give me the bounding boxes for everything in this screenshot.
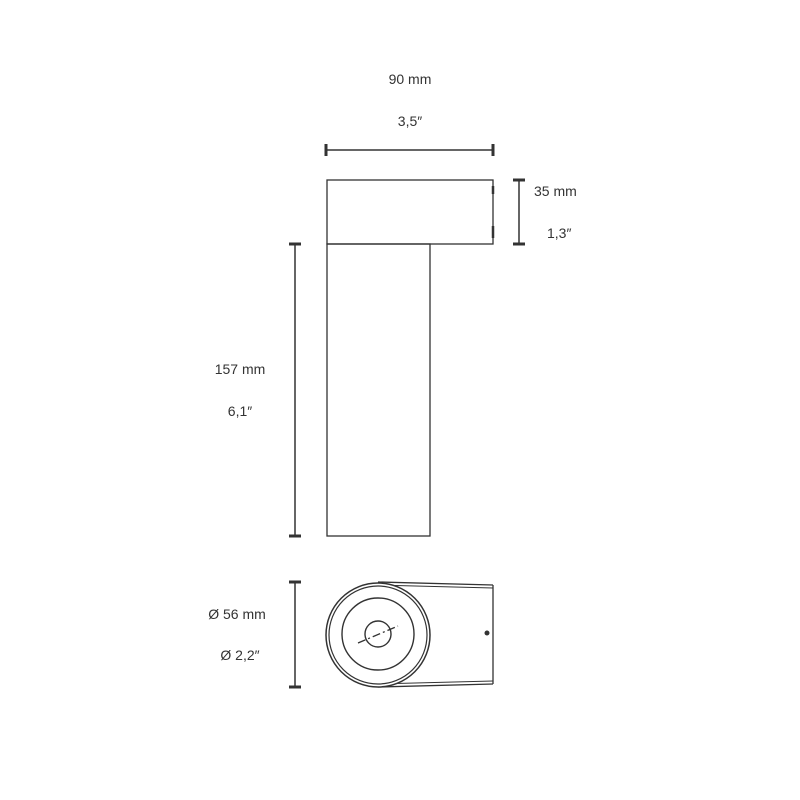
- diameter-metric-label: Ø 56 mm: [208, 606, 266, 622]
- head-height-dimension-line: [513, 178, 525, 246]
- head-height-metric-label: 35 mm: [534, 183, 577, 199]
- diameter-imperial-label: Ø 2,2″: [220, 647, 259, 663]
- bottom-view: [325, 581, 494, 688]
- diameter-dimension-line: [289, 580, 301, 689]
- head-height-imperial-label: 1,3″: [547, 225, 571, 241]
- body-height-dimension-line: [289, 242, 301, 538]
- body-height-metric-label: 157 mm: [215, 361, 266, 377]
- width-imperial-label: 3,5″: [398, 113, 422, 129]
- side-view: [326, 179, 495, 537]
- body-height-imperial-label: 6,1″: [228, 403, 252, 419]
- width-dimension-line: [324, 144, 495, 156]
- width-metric-label: 90 mm: [389, 71, 432, 87]
